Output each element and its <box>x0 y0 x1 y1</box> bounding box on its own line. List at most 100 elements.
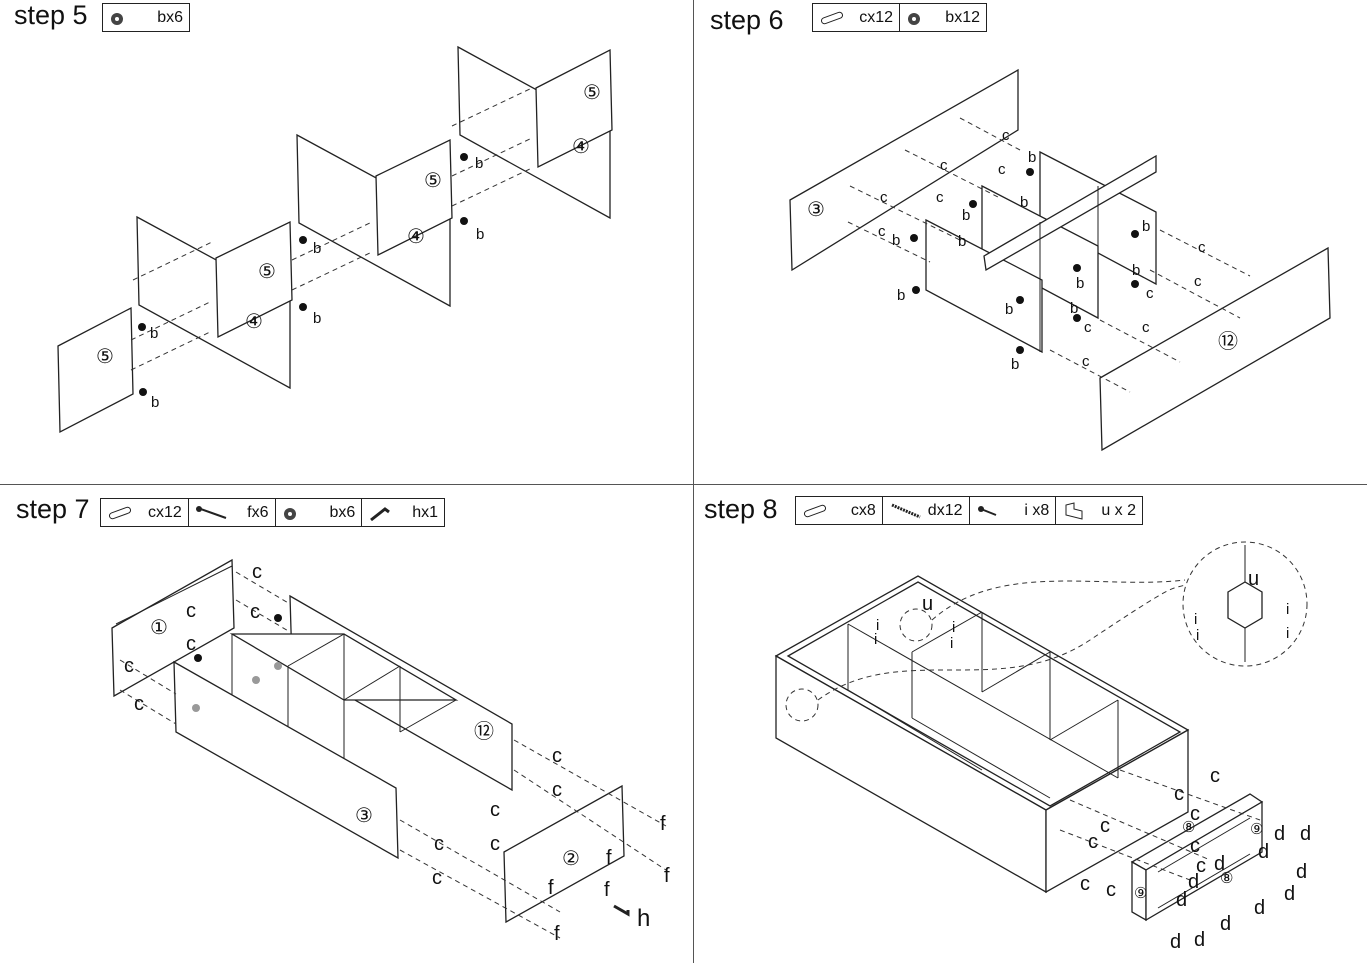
cam-lock-icon <box>111 12 123 25</box>
part-letter: d <box>1176 889 1187 911</box>
step8-cabinet-inner <box>786 581 1182 807</box>
step7-part-cam-lock: bx6 <box>276 499 363 526</box>
part-number: ⑧ <box>1220 870 1233 887</box>
part-letter: c <box>124 655 134 677</box>
step8-part-long-screw: dx12 <box>883 497 970 524</box>
part-letter: c <box>1146 285 1154 302</box>
part-letter: i <box>1286 601 1289 618</box>
part-letter: c <box>1080 873 1090 895</box>
part-letter: d <box>1188 871 1199 893</box>
part-number: ⑤ <box>424 170 442 192</box>
part-letter: b <box>958 233 966 250</box>
part-qty: dx12 <box>927 501 963 519</box>
wood-dowel-icon <box>803 504 827 517</box>
part-letter: c <box>1210 765 1220 787</box>
part-letter: b <box>313 310 321 327</box>
step8-part-dowel: cx8 <box>796 497 883 524</box>
part-letter: b <box>313 240 321 257</box>
part-letter: d <box>1296 861 1307 883</box>
angle-bracket-icon <box>1065 501 1083 520</box>
part-number: ⑧ <box>1182 819 1195 836</box>
part-qty: bx6 <box>329 503 356 521</box>
part-number: ① <box>150 617 168 639</box>
part-letter: i <box>876 617 879 634</box>
part-letter: d <box>1284 883 1295 905</box>
cam-lock-icon <box>283 507 296 520</box>
part-number: ⑤ <box>583 82 601 104</box>
cam-bolt-icon <box>195 505 227 519</box>
short-screw-icon <box>977 505 996 516</box>
part-number: ⑨ <box>1134 885 1147 902</box>
part-letter: i <box>874 631 877 648</box>
part-number: ⑫ <box>1218 330 1238 353</box>
part-letter: b <box>1070 300 1078 317</box>
part-number: ④ <box>407 226 425 248</box>
part-letter: f <box>606 847 612 869</box>
part-letter: b <box>962 207 970 224</box>
part-qty: cx12 <box>147 503 182 521</box>
step7-panel-3 <box>173 660 399 860</box>
part-letter: c <box>1002 127 1010 144</box>
part-letter: c <box>1100 815 1110 837</box>
step6-panel-12 <box>1099 246 1331 452</box>
part-letter: b <box>475 155 483 172</box>
step5-side-panel-5a <box>57 306 134 434</box>
part-letter: b <box>476 226 484 243</box>
part-letter: b <box>897 287 905 304</box>
part-letter: c <box>940 157 948 174</box>
step6-part-dowel: cx12 <box>813 4 900 31</box>
part-letter: b <box>1020 194 1028 211</box>
part-letter: d <box>1274 823 1285 845</box>
part-qty: cx8 <box>850 501 876 519</box>
part-number: ⑫ <box>474 720 494 743</box>
vertical-divider <box>693 0 694 963</box>
step5-panel-5c <box>375 138 453 257</box>
part-letter: f <box>548 877 554 899</box>
part-letter: d <box>1194 929 1205 951</box>
part-letter: c <box>134 693 144 715</box>
part-letter: c <box>552 779 562 801</box>
part-letter: c <box>1084 319 1092 336</box>
part-letter: b <box>1142 218 1150 235</box>
part-letter: c <box>936 189 944 206</box>
step8-diagram: u i i i i u i i i i ⑧ ⑧ ⑨ ⑨ c c c c c c … <box>774 541 1311 953</box>
part-number: ⑤ <box>96 346 114 368</box>
step5-title: step 5 <box>14 0 88 30</box>
part-number: ③ <box>807 199 825 221</box>
step7-part-allen-key: hx1 <box>362 499 444 526</box>
part-letter: c <box>1194 273 1202 290</box>
part-number: ④ <box>572 136 590 158</box>
part-letter: c <box>1196 855 1206 877</box>
part-letter: c <box>252 561 262 583</box>
step5-parts-box: bx6 <box>102 3 190 32</box>
part-letter: b <box>1011 356 1019 373</box>
part-letter: c <box>880 189 888 206</box>
step6-parts-box: cx12 bx12 <box>812 3 987 32</box>
step5-part-cam-lock: bx6 <box>103 4 189 31</box>
step5-diagram: ⑤ ④ ⑤ ④ ⑤ ④ ⑤ b b b b b b <box>57 45 613 434</box>
wood-dowel-icon <box>108 506 132 519</box>
part-letter: c <box>490 833 500 855</box>
part-letter: f <box>664 865 670 887</box>
step8-part-bracket: u x 2 <box>1056 497 1142 524</box>
part-letter: c <box>186 600 196 622</box>
step6-title: step 6 <box>710 5 784 35</box>
part-qty: u x 2 <box>1101 501 1136 519</box>
part-qty: hx1 <box>412 503 439 521</box>
part-letter: c <box>1198 239 1206 256</box>
step7-panel-2 <box>503 784 625 924</box>
part-qty: bx6 <box>157 8 183 26</box>
part-letter: b <box>892 232 900 249</box>
part-letter: c <box>432 867 442 889</box>
part-letter: h <box>637 905 650 932</box>
cam-lock-icon <box>908 12 920 25</box>
part-letter: c <box>552 745 562 767</box>
part-letter: c <box>1106 879 1116 901</box>
part-letter: f <box>660 813 666 835</box>
part-qty: bx12 <box>945 8 980 26</box>
part-letter: c <box>1088 831 1098 853</box>
step7-panel-1 <box>111 558 235 698</box>
part-letter: b <box>1028 149 1036 166</box>
wood-dowel-icon <box>820 11 844 24</box>
part-letter: b <box>1005 301 1013 318</box>
